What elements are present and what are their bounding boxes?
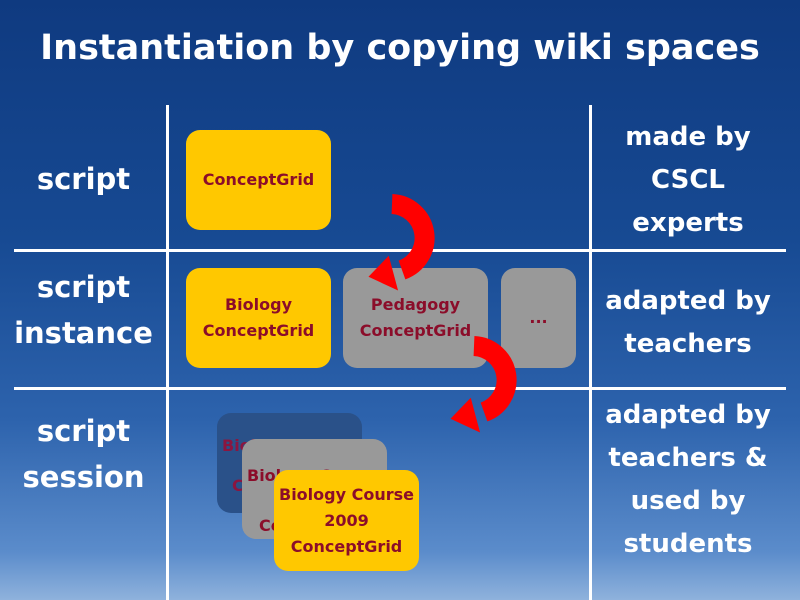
row-label-line: script <box>36 270 131 304</box>
grid-divider-horizontal-2 <box>14 387 786 390</box>
grid-divider-vertical-left <box>166 105 169 600</box>
row-label-script-instance: script instance <box>0 264 167 356</box>
right-label-line: teachers <box>624 329 752 359</box>
box-text: ConceptGrid <box>202 321 315 340</box>
slide-title: Instantiation by copying wiki spaces <box>40 28 760 68</box>
box-conceptgrid-script: ConceptGrid <box>186 130 331 230</box>
row-label-script: script <box>0 156 167 202</box>
row-label-line: script <box>36 162 131 196</box>
box-text: Biology <box>224 295 293 314</box>
row-label-line: session <box>22 460 145 494</box>
right-label-line: students <box>623 529 753 559</box>
row-label-line: script <box>36 414 131 448</box>
right-label-line: CSCL <box>651 165 725 195</box>
box-text: Pedagogy <box>370 295 461 314</box>
right-label-script: made by CSCL experts <box>588 116 788 245</box>
box-text: ConceptGrid <box>202 170 315 189</box>
box-text: 2009 <box>324 510 369 530</box>
curved-arrow-icon <box>368 194 435 291</box>
grid-divider-vertical-right <box>589 105 592 600</box>
row-label-script-session: script session <box>0 408 167 500</box>
right-label-line: experts <box>632 208 744 238</box>
right-label-line: teachers & <box>608 443 768 473</box>
right-label-line: adapted by <box>605 286 771 316</box>
right-label-line: adapted by <box>605 400 771 430</box>
right-label-line: made by <box>625 122 751 152</box>
row-label-line: instance <box>14 316 153 350</box>
right-label-line: used by <box>630 486 746 516</box>
curved-arrow-icon <box>450 336 517 433</box>
box-more: ... <box>501 268 576 368</box>
box-text: ConceptGrid <box>359 321 472 340</box>
box-text: ConceptGrid <box>290 536 403 556</box>
grid-divider-horizontal-1 <box>14 249 786 252</box>
right-label-session: adapted by teachers & used by students <box>588 394 788 566</box>
box-text: ... <box>529 308 548 327</box>
box-text: Biology Course <box>279 484 414 504</box>
right-label-instance: adapted by teachers <box>588 280 788 366</box>
box-text: C <box>232 476 244 495</box>
